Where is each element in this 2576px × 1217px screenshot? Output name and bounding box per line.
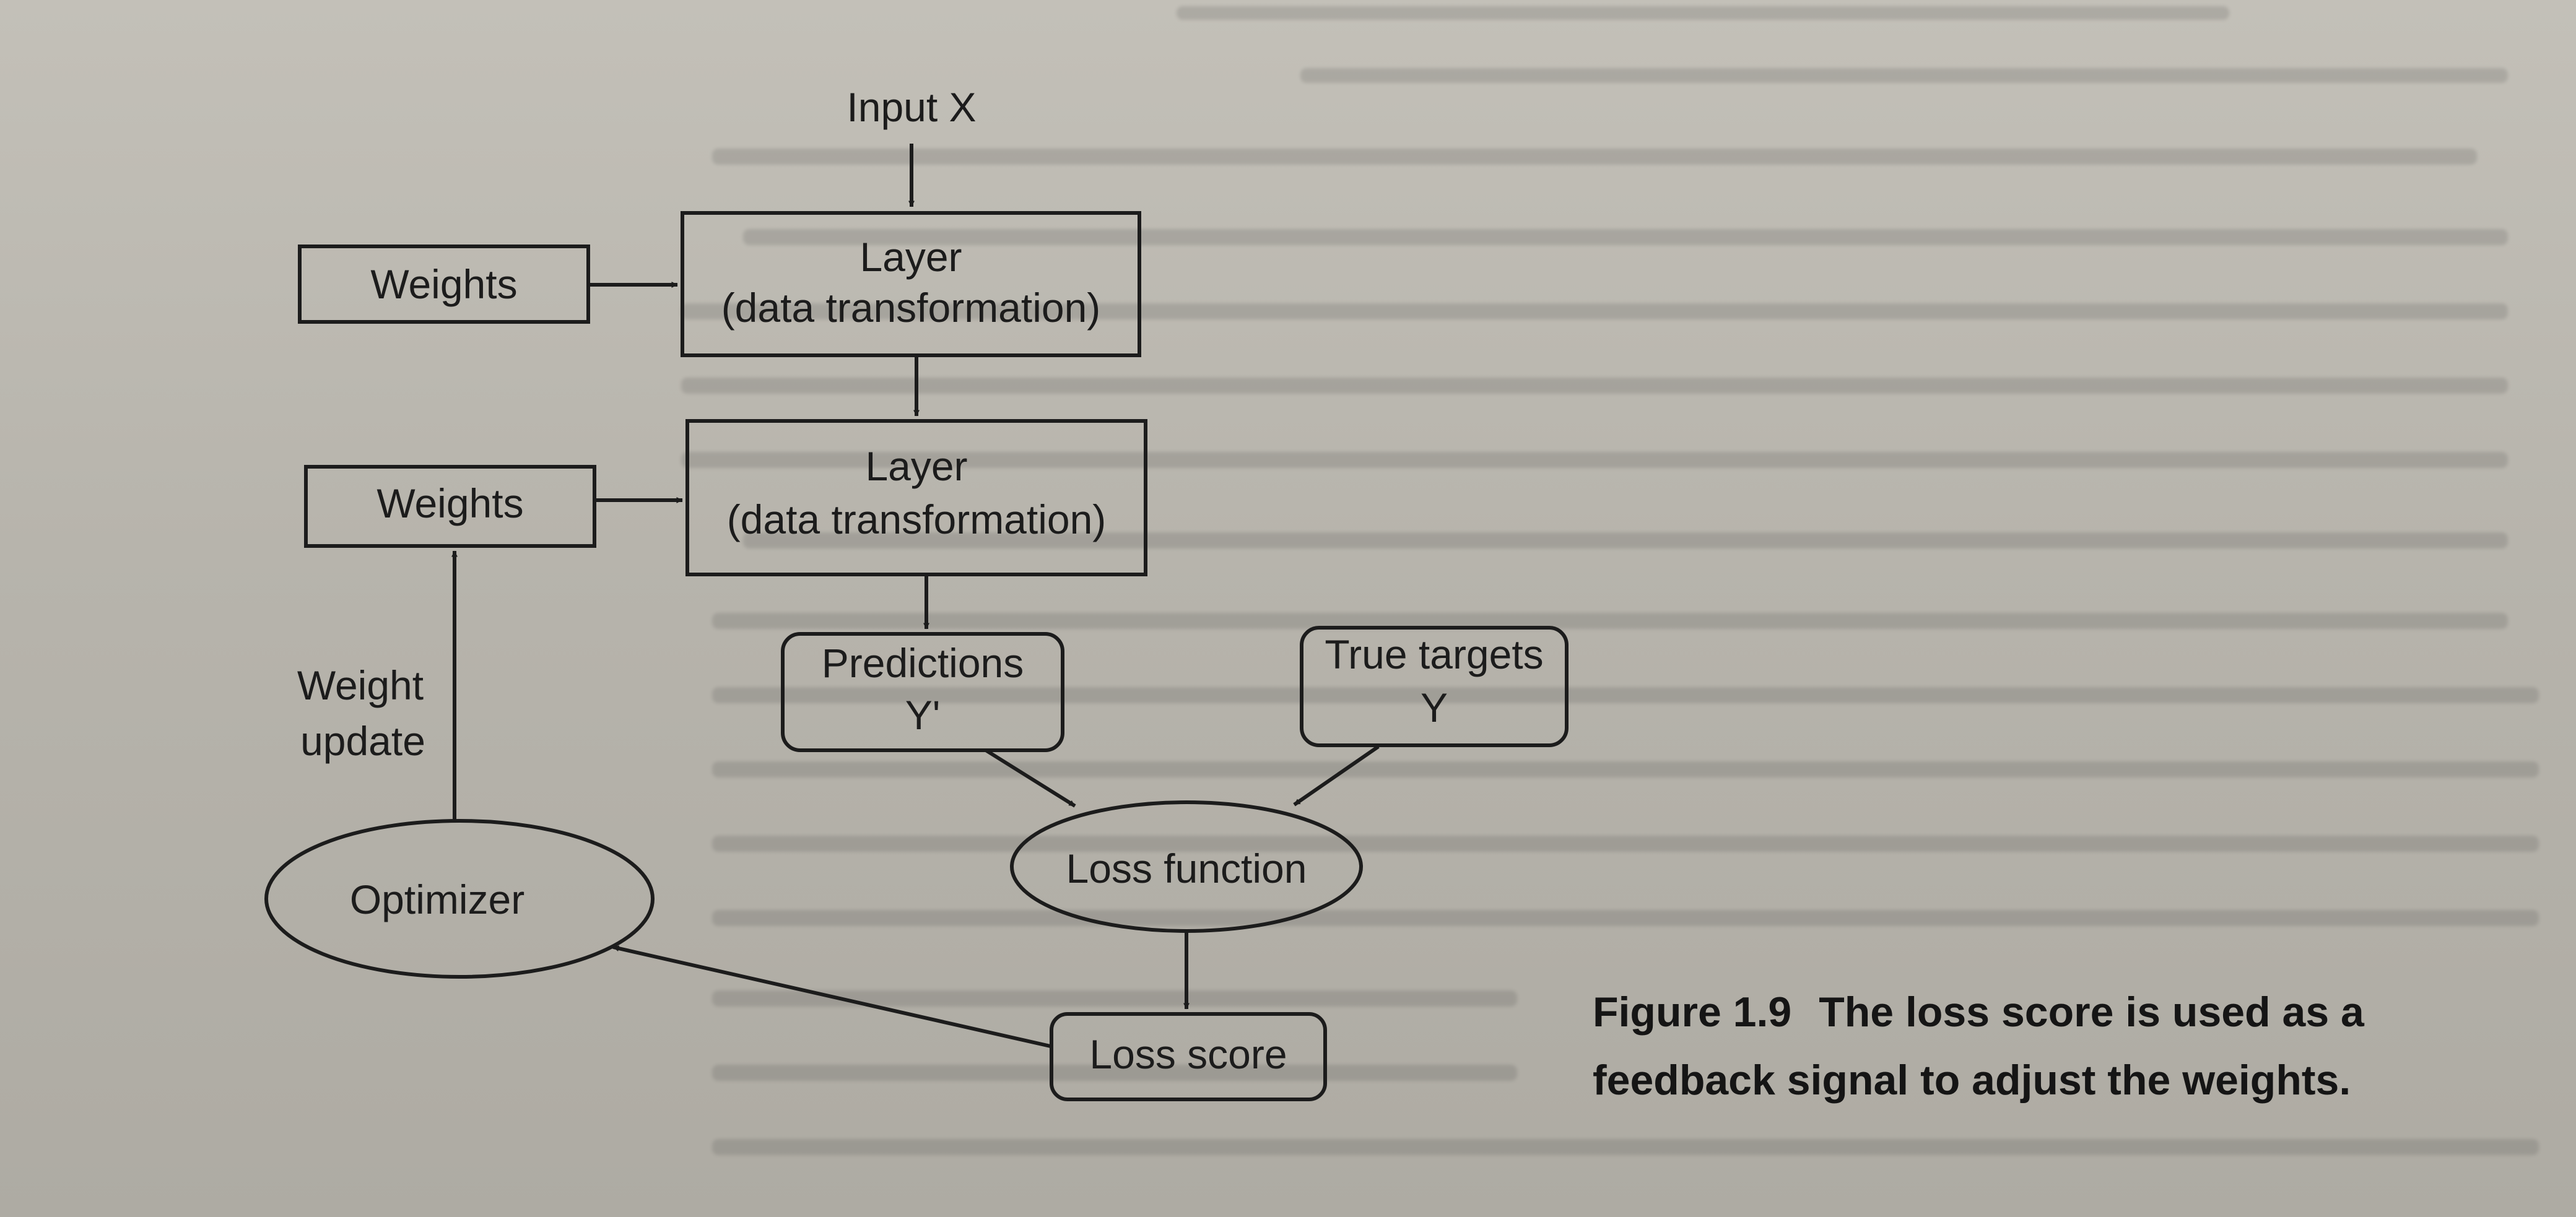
arrow-loss-score-to-optimizer: [612, 945, 1051, 1048]
predictions-label-line2: Y': [905, 692, 941, 738]
input-label: Input X: [846, 84, 976, 130]
weight-update-label-line1: Weight: [297, 662, 424, 708]
weights-label-1: Weights: [370, 261, 517, 307]
caption-text-1: The loss score is used as a: [1819, 989, 2364, 1036]
layer-1-label-line1: Layer: [859, 234, 962, 280]
weights-box-1: [298, 245, 590, 324]
caption-text-2: feedback signal to adjust the weights.: [1593, 1057, 2351, 1104]
predictions-box: [781, 632, 1064, 752]
layer-2-label-line1: Layer: [865, 443, 967, 489]
predictions-label-line1: Predictions: [822, 640, 1024, 686]
weight-update-label-line2: update: [300, 718, 425, 764]
layer-box-1: [681, 211, 1141, 357]
layer-2-label-line2: (data transformation): [727, 496, 1107, 542]
caption-line-1: Figure 1.9 The loss score is used as a: [1593, 978, 2522, 1046]
weights-box-2: [304, 465, 596, 548]
optimizer-label: Optimizer: [350, 877, 524, 922]
true-targets-label-line1: True targets: [1325, 631, 1543, 677]
optimizer-ellipse: [264, 819, 655, 979]
figure-caption: Figure 1.9 The loss score is used as a fe…: [1593, 978, 2522, 1114]
loss-score-box: [1050, 1012, 1327, 1101]
true-targets-label-line2: Y: [1421, 685, 1448, 730]
layer-box-2: [685, 419, 1147, 576]
figure-number: Figure 1.9: [1593, 989, 1792, 1036]
true-targets-box: [1300, 626, 1569, 747]
loss-function-ellipse: [1010, 800, 1363, 933]
arrow-true-targets-to-loss-function: [1293, 745, 1380, 807]
layer-1-label-line2: (data transformation): [721, 285, 1101, 331]
loss-function-label: Loss function: [1066, 846, 1307, 891]
loss-score-label: Loss score: [1089, 1031, 1287, 1077]
arrow-predictions-to-loss-function: [985, 748, 1076, 808]
weights-label-2: Weights: [376, 480, 523, 526]
